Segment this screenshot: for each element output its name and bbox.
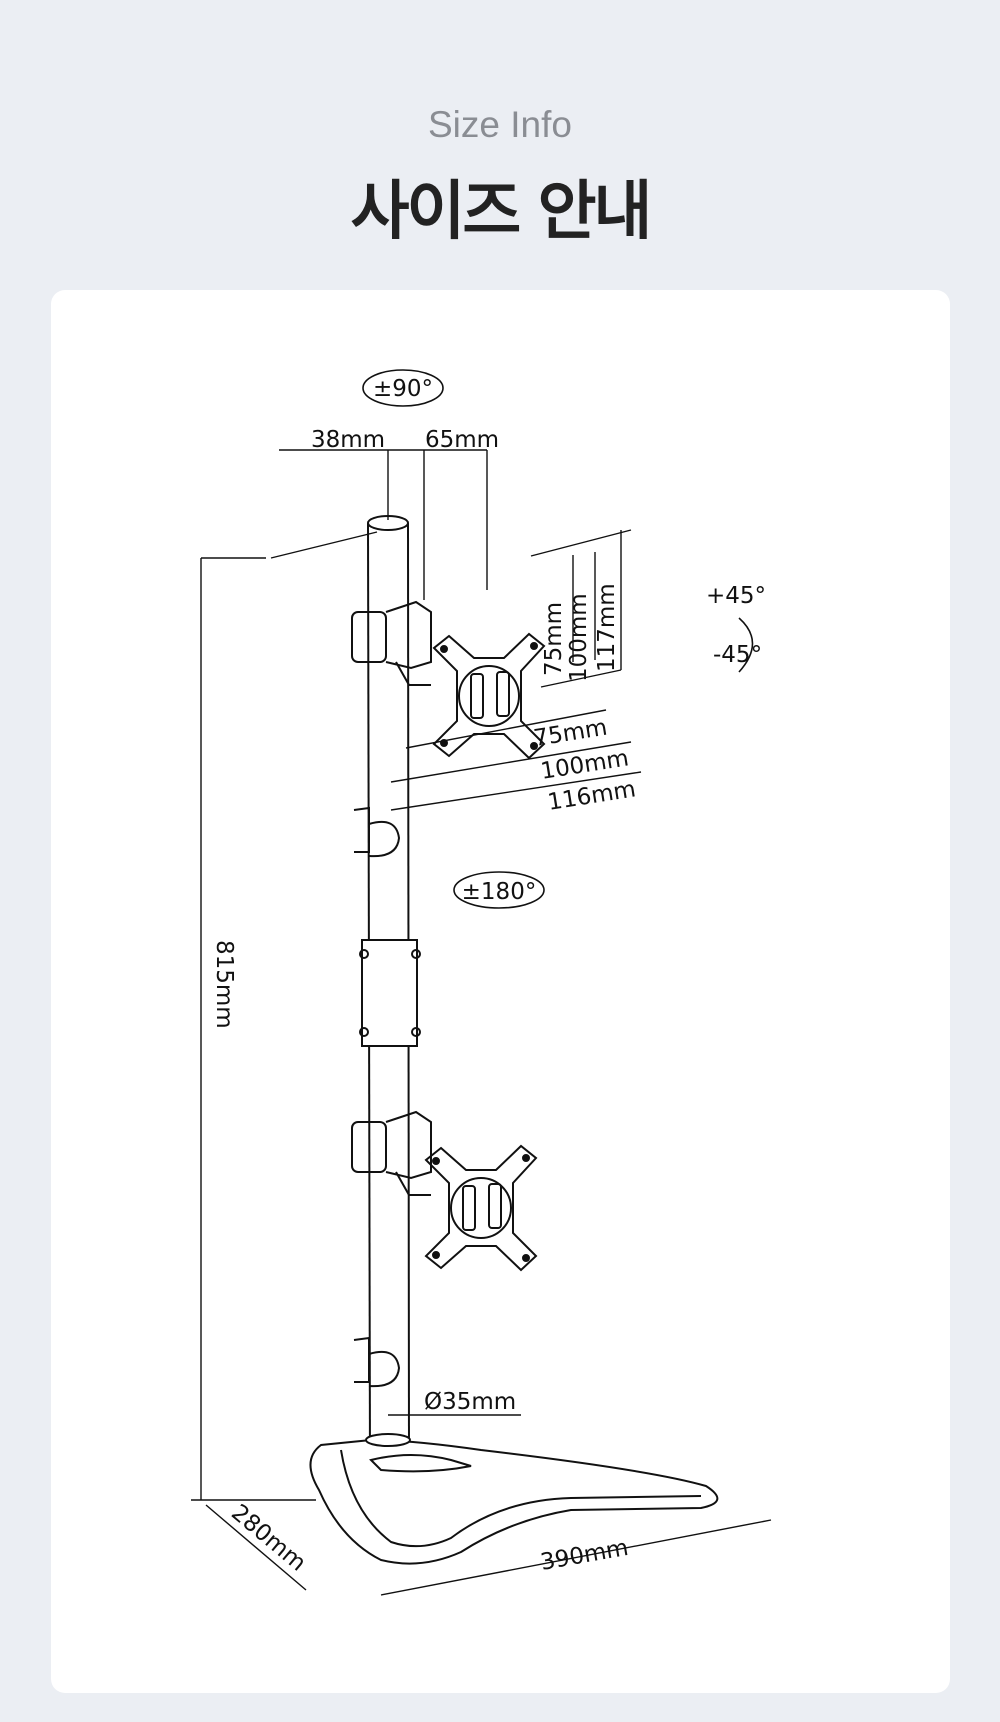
tilt-down-label: -45° [713,642,762,668]
stand-drawing [191,369,772,1596]
pole-width-label: 38mm [311,427,385,453]
swivel-label: ±180° [462,879,537,905]
total-height-label: 815mm [211,940,237,1029]
base-depth-label: 280mm [226,1500,311,1577]
vesa-h-small-label: 75mm [532,715,609,752]
monitor-stand-diagram: ±90° ±180° +45° -45° 38mm 65mm 75mm 100m… [191,369,772,1596]
dimension-labels: ±90° ±180° +45° -45° 38mm 65mm 75mm 100m… [211,376,766,1577]
vesa-v-small-label: 75mm [541,602,567,676]
base-width-label: 390mm [539,1535,631,1576]
plate-width-label: 116mm [546,776,638,816]
page-subtitle: Size Info [428,104,572,145]
page-title: 사이즈 안내 [350,175,653,249]
arm-offset-label: 65mm [425,427,499,453]
pole-diameter-label: Ø35mm [424,1389,516,1415]
plate-height-label: 117mm [594,583,620,672]
diagram-card: ±90° ±180° +45° -45° 38mm 65mm 75mm 100m… [51,290,950,1693]
vesa-v-large-label: 100mm [566,593,592,682]
rotation-label: ±90° [373,376,433,402]
tilt-up-label: +45° [706,583,766,609]
